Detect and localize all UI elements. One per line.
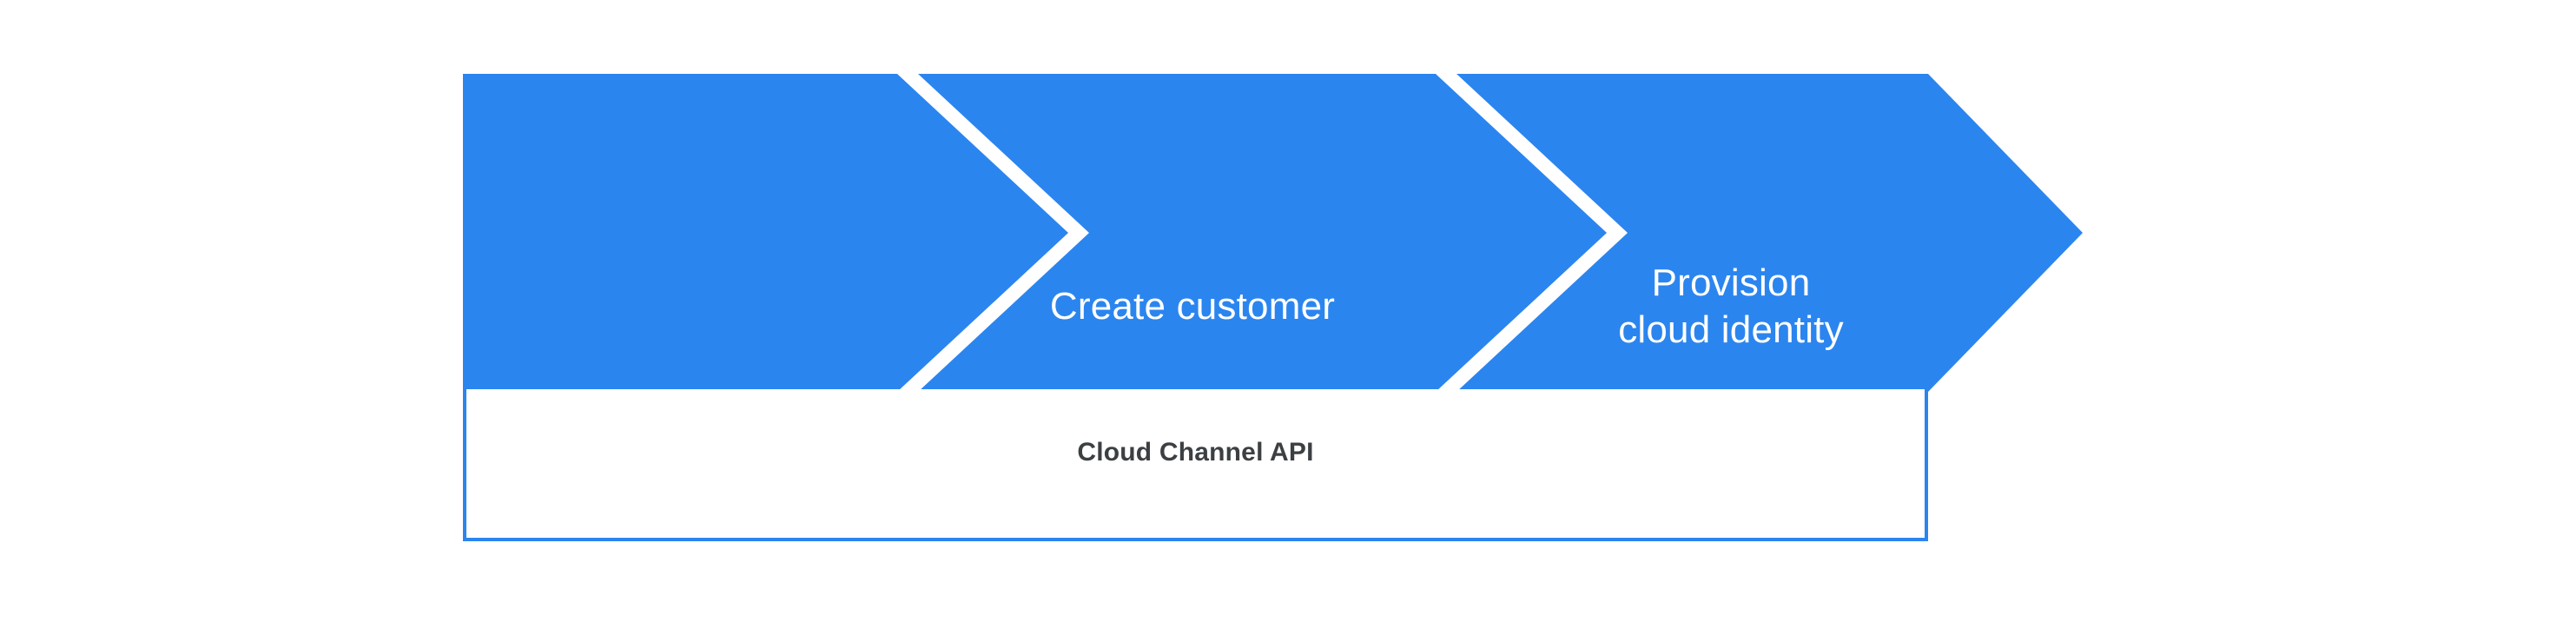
cloud-channel-api-box-inner: Cloud Channel API — [466, 389, 1925, 538]
chevron-step-2-shape — [918, 74, 1607, 392]
process-step-label-create-customer: Create customer — [1049, 285, 1336, 328]
step-3-line-2: entitlement — [2142, 308, 2331, 351]
step-2-line-1: Provision — [1651, 262, 1811, 304]
cloud-channel-api-label: Cloud Channel API — [1077, 438, 1314, 467]
chevron-step-3-shape — [1456, 74, 2083, 392]
step-2-line-2: cloud identity — [1618, 308, 1844, 351]
chevron-banner-svg — [463, 74, 2083, 392]
step-3-line-1: Create — [2178, 262, 2295, 304]
chevron-step-1-shape — [463, 74, 1068, 392]
cloud-channel-api-box: Cloud Channel API — [463, 389, 1928, 541]
